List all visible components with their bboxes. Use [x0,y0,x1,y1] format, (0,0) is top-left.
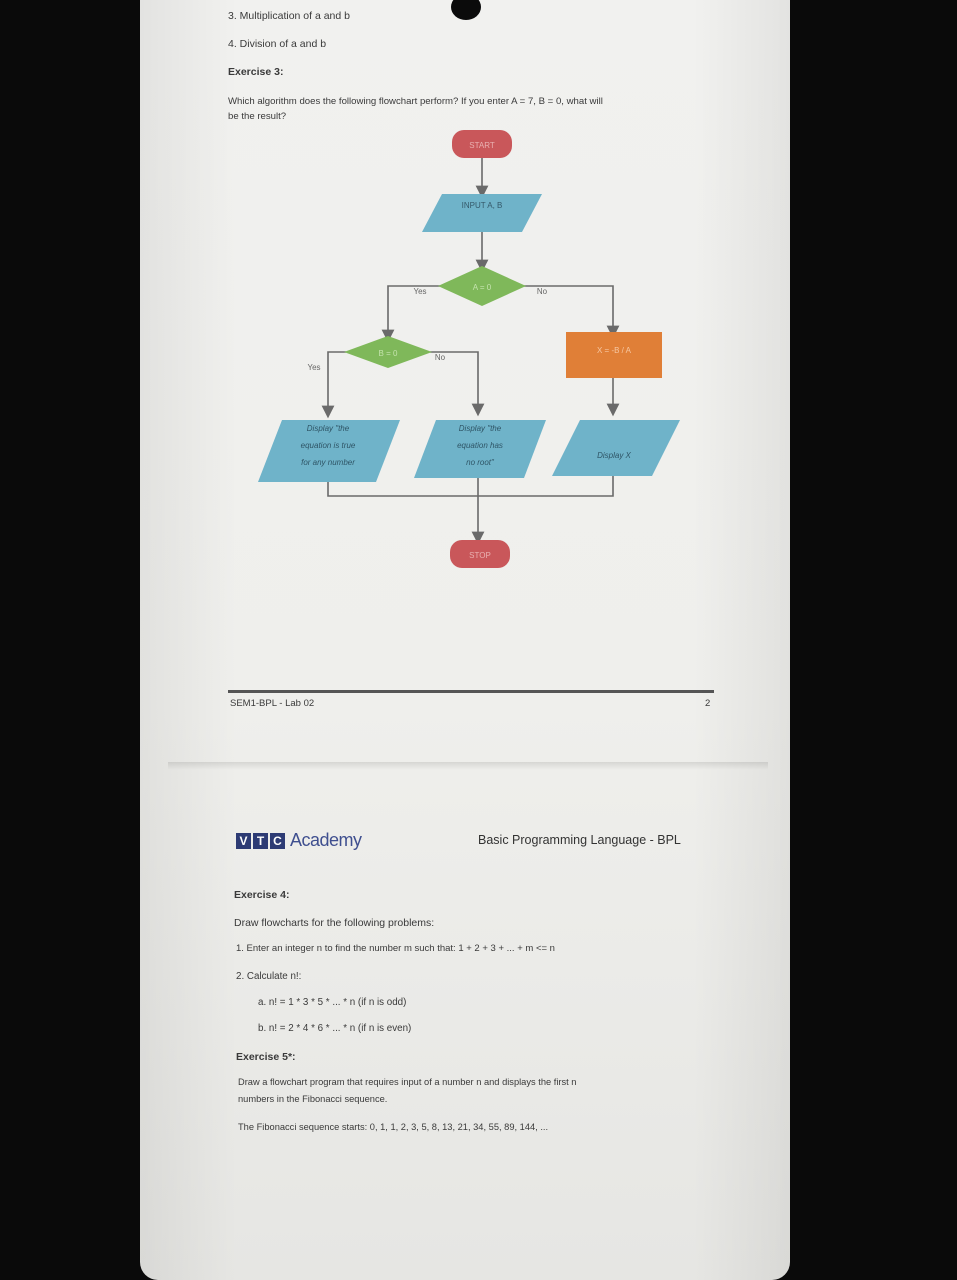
footer-left: SEM1-BPL - Lab 02 [230,698,315,709]
exercise5-question-line2: numbers in the Fibonacci sequence. [238,1094,388,1104]
exercise5-sequence: The Fibonacci sequence starts: 0, 1, 1, … [238,1122,549,1132]
decision-b-zero-label: B = 0 [379,349,398,358]
logo-letter-c: C [270,832,285,849]
exercise4-item2: 2. Calculate n!: [236,971,302,982]
output-x-parallelogram [552,420,680,476]
exercise5-question-line1: Draw a flowchart program that requires i… [238,1077,577,1087]
decision-a-zero-label: A = 0 [473,283,492,292]
exercise4-item2b: b. n! = 2 * 4 * 6 * ... * n (if n is eve… [258,1023,412,1034]
logo-letter-v: V [236,832,251,849]
header-course-title: Basic Programming Language - BPL [478,833,681,847]
yes1-label: Yes [413,287,426,296]
footer-page-number: 2 [705,698,711,709]
decision-a-zero [438,266,526,306]
vtc-academy-logo: V T C Academy [236,830,362,851]
exercise3-question-line1: Which algorithm does the following flowc… [228,96,603,107]
no1-label: No [537,287,548,296]
logo-word: Academy [290,830,362,850]
process-label: X = -B / A [597,346,632,355]
output-noroot-line2: equation has [457,441,503,450]
output-true-line3: for any number [301,458,355,467]
footer-rule [228,690,714,693]
logo-letter-t: T [253,832,268,849]
exercise5-title: Exercise 5*: [236,1051,296,1063]
stop-label: STOP [469,551,491,560]
flowchart: START INPUT A, B A = 0 Yes No B = 0 Yes … [240,120,700,585]
exercise4-item2a: a. n! = 1 * 3 * 5 * ... * n (if n is odd… [258,997,407,1008]
yes2-label: Yes [307,363,320,372]
process-box [566,332,662,378]
start-terminal [452,130,512,158]
exercise3-title: Exercise 3: [228,66,284,78]
start-label: START [469,141,495,150]
output-true-parallelogram [258,420,400,482]
input-parallelogram [422,194,542,232]
decision-b-zero [344,336,432,368]
output-x-label: Display X [597,451,631,460]
exercise4-intro: Draw flowcharts for the following proble… [234,917,435,929]
camera-notch [451,0,481,20]
exercise4-item1: 1. Enter an integer n to find the number… [236,943,555,954]
document-photo: 3. Multiplication of a and b 4. Division… [140,0,790,1280]
stop-terminal [450,540,510,568]
list-item-3: 3. Multiplication of a and b [228,10,350,22]
list-item-4: 4. Division of a and b [228,38,327,50]
no2-label: No [435,353,446,362]
output-true-line1: Display "the [307,424,350,433]
input-label: INPUT A, B [462,201,503,210]
exercise3-question-line2: be the result? [228,111,287,122]
output-noroot-parallelogram [414,420,546,478]
page-separator [168,762,768,770]
output-true-line2: equation is true [301,441,356,450]
exercise4-title: Exercise 4: [234,889,290,901]
output-noroot-line3: no root" [466,458,495,467]
output-noroot-line1: Display "the [459,424,502,433]
